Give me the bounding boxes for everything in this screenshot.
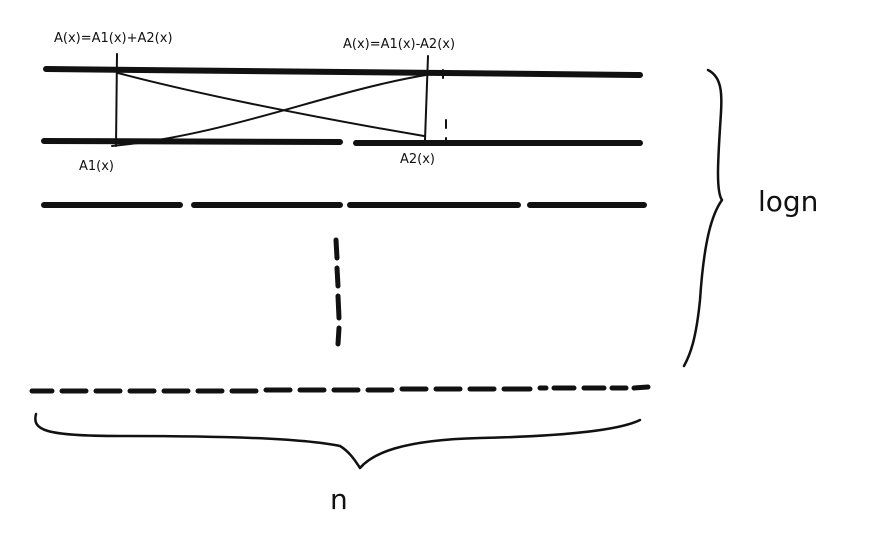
level-1-line	[43, 66, 643, 78]
n-label: n	[330, 483, 348, 516]
butterfly-left-vertical	[115, 53, 118, 147]
butterfly-right-tick	[442, 69, 447, 145]
level-2-line-left	[41, 138, 343, 145]
logn-label: logn	[758, 185, 819, 218]
a1-label: A1(x)	[79, 159, 115, 174]
right-brace	[682, 68, 724, 368]
butterfly-cross-down	[117, 72, 425, 137]
butterfly-cross-up	[111, 73, 433, 147]
bottom-dashed-line	[29, 384, 651, 394]
bottom-brace	[34, 412, 642, 470]
butterfly-right-vertical	[424, 55, 429, 141]
vertical-ellipsis	[333, 237, 342, 347]
diff-formula-label: A(x)=A1(x)-A2(x)	[343, 37, 456, 52]
sum-formula-label: A(x)=A1(x)+A2(x)	[54, 31, 173, 46]
a2-label: A2(x)	[400, 152, 436, 167]
